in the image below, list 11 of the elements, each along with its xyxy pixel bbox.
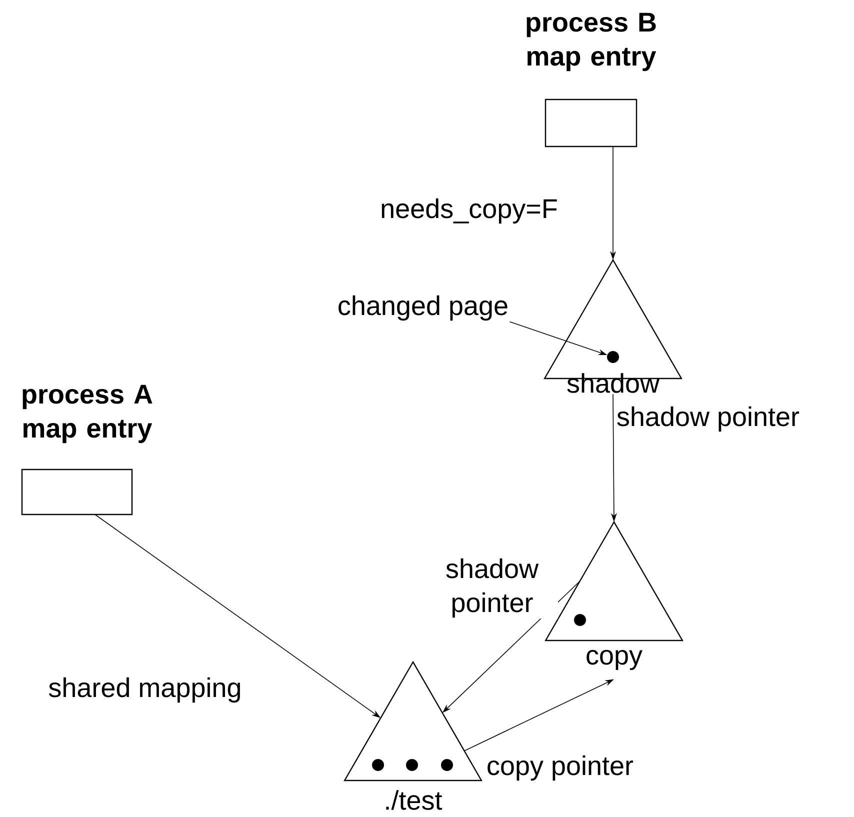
- edge-label: copy pointer: [485, 754, 635, 782]
- edge-label: shadow pointer: [615, 405, 801, 433]
- edge-label: shadow pointer: [426, 557, 558, 619]
- triangle-label: ./test: [386, 790, 442, 810]
- box-heading: process B map entry: [526, 12, 656, 72]
- edge-label: needs_copy=F: [379, 197, 559, 225]
- edge-label: shared mapping: [47, 676, 243, 704]
- box-heading: process A map entry: [22, 384, 152, 444]
- page-dot: [607, 351, 619, 363]
- callout-text: changed page: [338, 295, 508, 321]
- triangle-label: copy: [586, 650, 642, 670]
